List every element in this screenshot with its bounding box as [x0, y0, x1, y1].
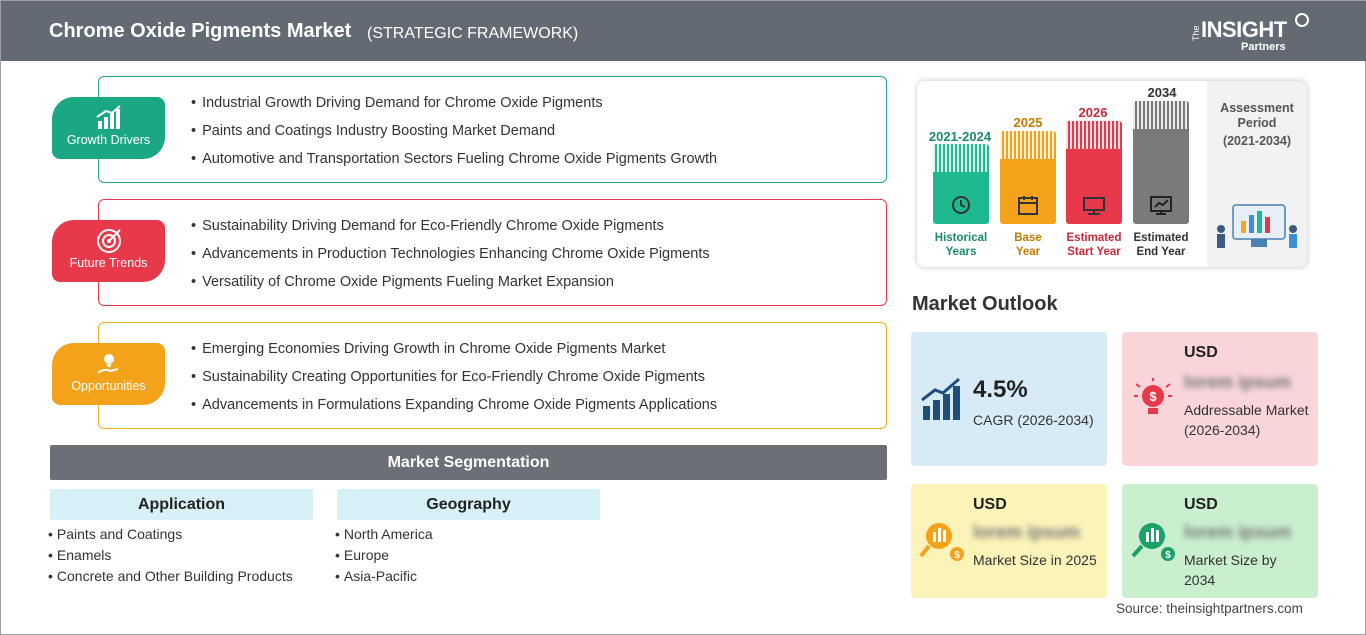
dollar-magnifier-icon: $	[919, 523, 964, 561]
size-2025-value: lorem ipsum	[973, 522, 1081, 542]
logo-partners: Partners	[1241, 41, 1286, 53]
start-label-2: Start Year	[1067, 246, 1121, 258]
list-item: Sustainability Creating Opportunities fo…	[191, 369, 717, 397]
future-trends-box: Sustainability Driving Demand for Eco-Fr…	[98, 199, 887, 306]
growth-drivers-label: Growth Drivers	[66, 133, 151, 147]
source-note: Source: theinsightpartners.com	[1116, 601, 1303, 616]
size-2025-label: Market Size in 2025	[973, 552, 1097, 568]
end-label-1: Estimated	[1133, 232, 1189, 244]
logo-insight: INSIGHT	[1201, 17, 1287, 42]
future-trends-list: Sustainability Driving Demand for Eco-Fr…	[191, 218, 710, 302]
header-bar: Chrome Oxide Pigments Market (STRATEGIC …	[1, 1, 1366, 61]
start-label-1: Estimated	[1066, 232, 1122, 244]
future-trends-label: Future Trends	[69, 256, 148, 270]
segmentation-header: Market Segmentation	[50, 445, 887, 480]
size-2034-usd: USD	[1184, 496, 1218, 513]
list-item: Asia-Pacific	[335, 568, 433, 589]
page-subtitle: (STRATEGIC FRAMEWORK)	[367, 25, 579, 42]
cagr-card: 4.5% CAGR (2026-2034)	[911, 332, 1107, 466]
cagr-value: 4.5%	[973, 376, 1028, 403]
presentation-icon	[1083, 197, 1105, 215]
bar-growth-icon	[95, 105, 121, 129]
svg-text:$: $	[1149, 389, 1157, 404]
end-label-2: End Year	[1136, 246, 1186, 258]
bar-stripes	[1066, 121, 1122, 149]
list-item: Automotive and Transportation Sectors Fu…	[191, 151, 717, 179]
list-item: Enamels	[48, 547, 293, 568]
size-2034-value: lorem ipsum	[1184, 522, 1292, 542]
addressable-card: $ USD lorem ipsum Addressable Market (20…	[1122, 332, 1318, 466]
bar-stripes	[933, 144, 989, 172]
start-bar	[1066, 121, 1122, 224]
historical-bar	[933, 144, 989, 224]
dollar-bulb-icon: $	[1134, 378, 1172, 414]
market-outlook-title: Market Outlook	[912, 293, 1058, 315]
addressable-usd: USD	[1184, 344, 1218, 361]
monitor-chart-icon	[1150, 196, 1172, 215]
calendar-icon	[1018, 196, 1038, 215]
size-2034-card: $ USD lorem ipsum Market Size by 2034	[1122, 484, 1318, 598]
list-item: Versatility of Chrome Oxide Pigments Fue…	[191, 274, 710, 302]
size-2025-card: $ USD lorem ipsum Market Size in 2025	[911, 484, 1107, 598]
cagr-label: CAGR (2026-2034)	[973, 412, 1094, 428]
list-item: Advancements in Formulations Expanding C…	[191, 397, 717, 425]
base-year: 2025	[1013, 115, 1043, 130]
target-icon	[96, 229, 121, 253]
dollar-magnifier-icon: $	[1131, 523, 1175, 561]
application-list: Paints and Coatings Enamels Concrete and…	[48, 526, 293, 589]
growth-drivers-box: Industrial Growth Driving Demand for Chr…	[98, 76, 887, 183]
assessment-label: Assessment Period	[1220, 101, 1294, 130]
growth-drivers-badge: Growth Drivers	[52, 97, 165, 159]
base-label-1: Base	[1014, 232, 1042, 244]
opportunities-list: Emerging Economies Driving Growth in Chr…	[191, 341, 717, 425]
list-item: Concrete and Other Building Products	[48, 568, 293, 589]
bar-stripes	[1000, 131, 1056, 159]
list-item: Paints and Coatings	[48, 526, 293, 547]
historical-year: 2021-2024	[928, 129, 992, 144]
insight-partners-logo: The INSIGHT Partners	[1191, 11, 1311, 53]
list-item: Industrial Growth Driving Demand for Chr…	[191, 95, 717, 123]
base-label-2: Year	[1015, 246, 1041, 258]
size-2025-usd: USD	[973, 496, 1007, 513]
start-year: 2026	[1078, 105, 1108, 120]
logo-mark-icon	[1295, 13, 1309, 27]
assessment-panel: Assessment Period (2021-2034)	[1207, 81, 1307, 267]
future-trends-badge: Future Trends	[52, 220, 165, 282]
svg-text:$: $	[954, 550, 960, 561]
list-item: Advancements in Production Technologies …	[191, 246, 710, 274]
end-year: 2034	[1147, 85, 1177, 100]
geography-list: North America Europe Asia-Pacific	[335, 526, 433, 589]
assessment-range: (2021-2034)	[1222, 134, 1292, 148]
application-header: Application	[50, 489, 313, 520]
addressable-value: lorem ipsum	[1184, 372, 1292, 392]
growth-chart-icon	[921, 377, 960, 420]
addressable-label: Addressable Market (2026-2034)	[1184, 402, 1309, 438]
opportunities-badge: Opportunities	[52, 343, 165, 405]
page-title: Chrome Oxide Pigments Market	[49, 20, 352, 42]
opportunities-box: Emerging Economies Driving Growth in Chr…	[98, 322, 887, 429]
geography-header: Geography	[337, 489, 600, 520]
list-item: Emerging Economies Driving Growth in Chr…	[191, 341, 717, 369]
list-item: Sustainability Driving Demand for Eco-Fr…	[191, 218, 710, 246]
size-2034-label: Market Size by 2034	[1184, 552, 1277, 588]
list-item: Paints and Coatings Industry Boosting Ma…	[191, 123, 717, 151]
historical-label-1: Historical	[934, 232, 988, 244]
history-clock-icon	[952, 196, 970, 214]
analytics-people-icon	[1217, 204, 1297, 248]
base-bar	[1000, 131, 1056, 224]
end-bar	[1133, 101, 1189, 224]
logo-the: The	[1191, 25, 1201, 41]
lightbulb-hand-icon	[96, 354, 118, 374]
opportunities-label: Opportunities	[71, 379, 146, 393]
list-item: North America	[335, 526, 433, 547]
bar-stripes	[1133, 101, 1189, 129]
growth-drivers-list: Industrial Growth Driving Demand for Chr…	[191, 95, 717, 179]
svg-text:$: $	[1165, 550, 1171, 561]
historical-label-2: Years	[945, 246, 977, 258]
list-item: Europe	[335, 547, 433, 568]
